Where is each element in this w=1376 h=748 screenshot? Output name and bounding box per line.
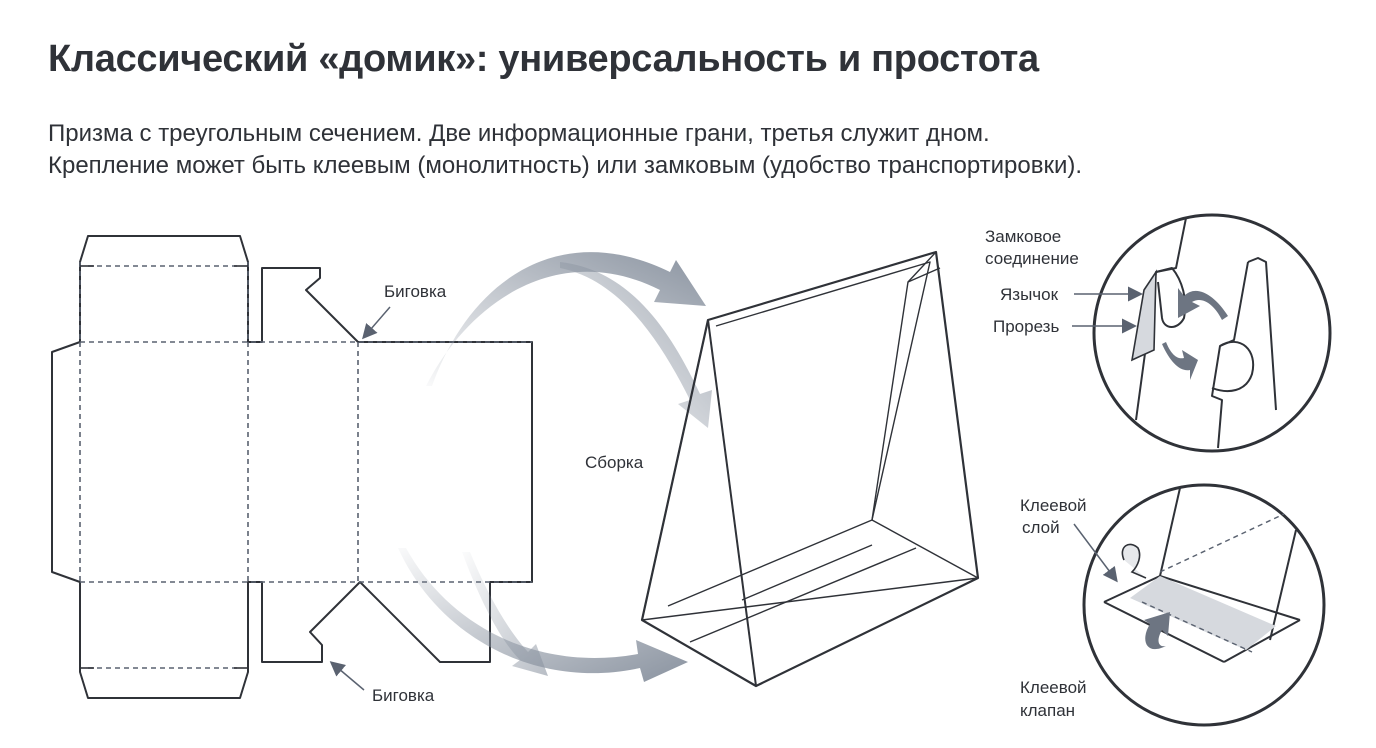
net-outline (51, 235, 533, 699)
page-title: Классический «домик»: универсальность и … (48, 38, 1039, 80)
crease-label-bottom: Биговка (372, 686, 435, 705)
corner-ticks (80, 265, 248, 669)
glue-detail (1082, 483, 1326, 727)
crease-pointer-top (362, 306, 391, 340)
die-cut-net (51, 235, 533, 699)
lock-joint-label-2: соединение (985, 249, 1079, 268)
tab-label: Язычок (1000, 285, 1059, 304)
glue-flap-label-2: клапан (1020, 701, 1075, 720)
slot-label: Прорезь (993, 317, 1059, 336)
lock-joint-label-1: Замковое (985, 227, 1061, 246)
subtitle-line-1: Призма с треугольным сечением. Две инфор… (48, 120, 990, 147)
crease-pointer-bottom (329, 661, 365, 691)
subtitle-line-2: Крепление может быть клеевым (монолитнос… (48, 152, 1083, 179)
assembly-arrow-bottom (398, 548, 688, 682)
assembly-label: Сборка (585, 453, 644, 472)
glue-layer-pointer (1073, 523, 1118, 583)
glue-layer-label-2: слой (1022, 518, 1060, 537)
lock-detail (1092, 213, 1332, 453)
tent-outline (640, 250, 980, 688)
crease-label-top: Биговка (384, 282, 447, 301)
crease-lines (79, 262, 532, 669)
tent-card-3d (640, 250, 980, 688)
glue-flap-label-1: Клеевой (1020, 678, 1087, 697)
assembly-arrow-top (426, 252, 712, 428)
glue-layer-label-1: Клеевой (1020, 496, 1087, 515)
page-subtitle: Призма с треугольным сечением. Две инфор… (48, 118, 1082, 182)
